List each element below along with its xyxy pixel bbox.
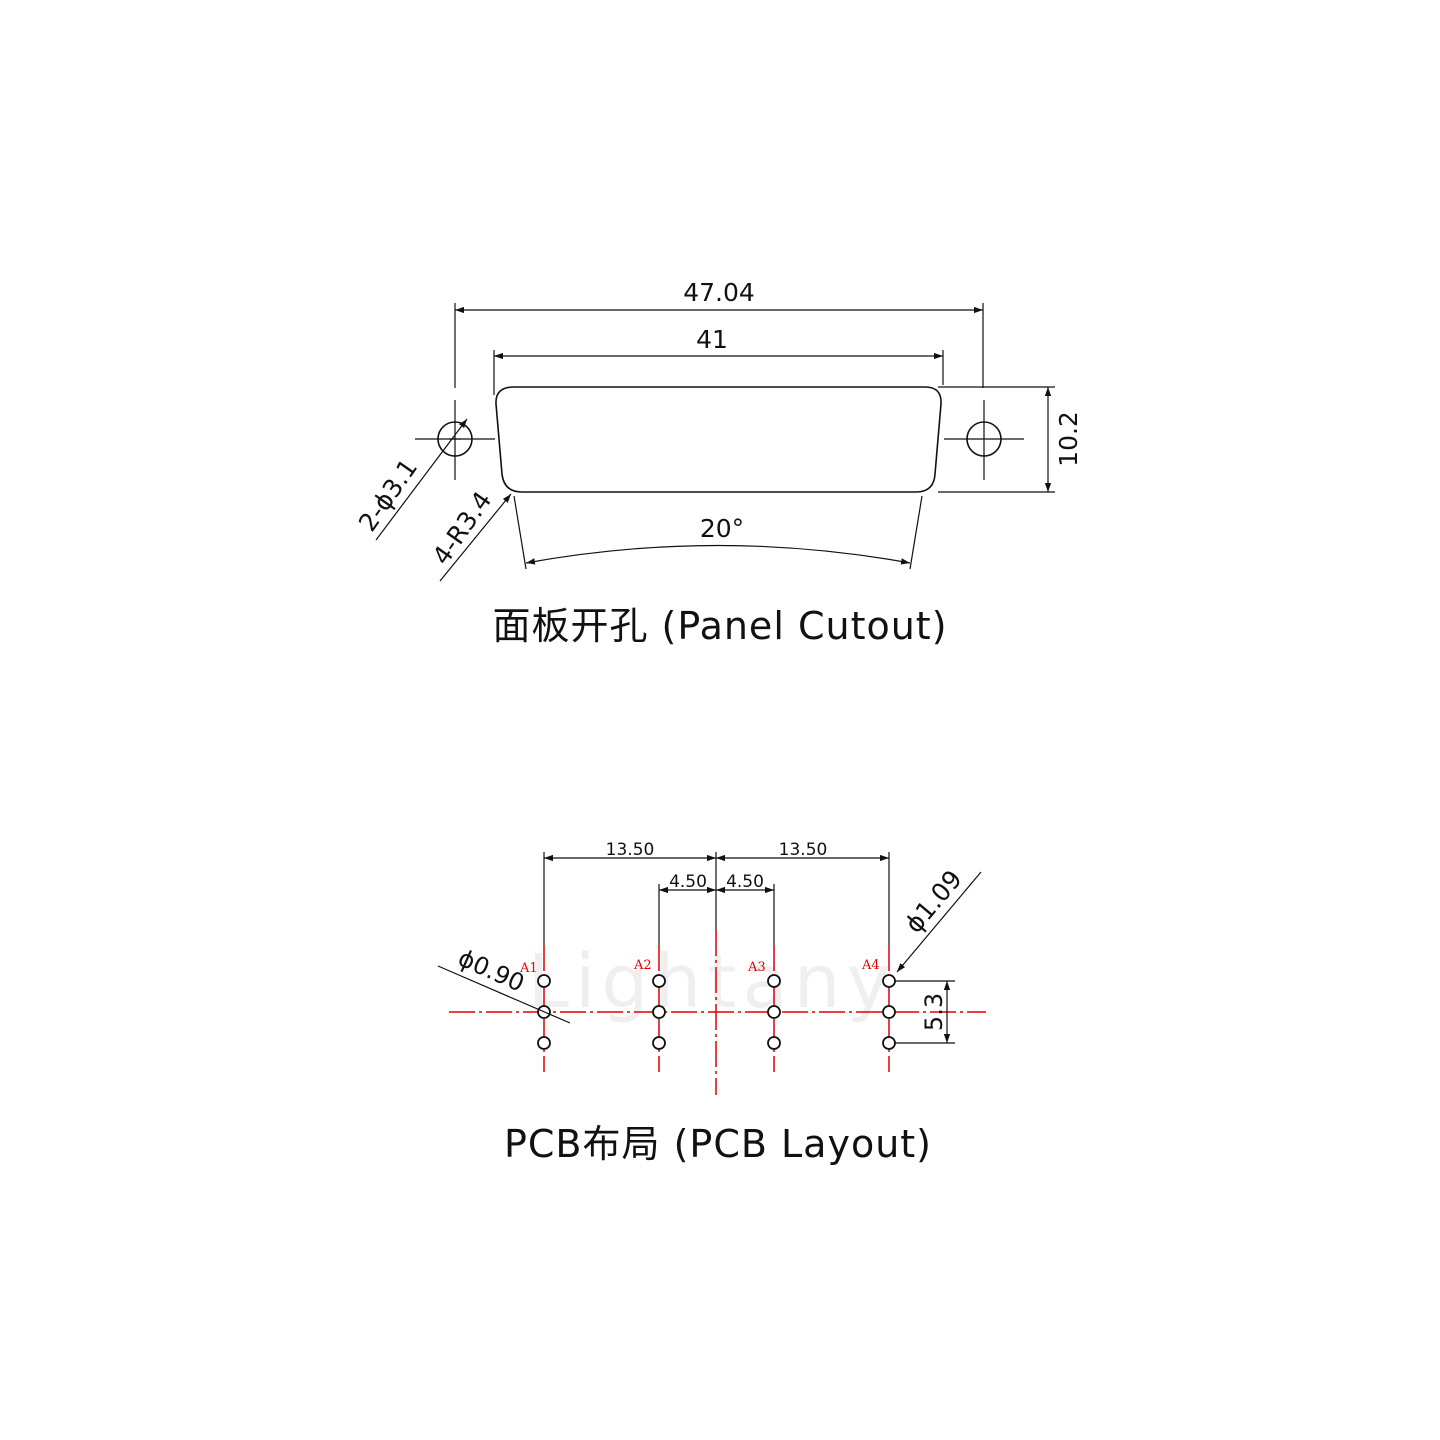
pcb-hole	[652, 974, 666, 988]
pin-label-a1: A1	[519, 961, 538, 976]
mounting-hole-right	[944, 400, 1024, 480]
dim-overall-width: 47.04	[454, 278, 984, 388]
dim-angle-label: 20°	[700, 514, 744, 543]
dim-corner-radius-label: 4-R3.4	[427, 486, 498, 570]
mounting-hole-left	[415, 400, 495, 480]
dim-overall-width-label: 47.04	[683, 278, 755, 307]
pcb-layout-view: Lightany A1 A2 A3 A4	[437, 840, 986, 1166]
pcb-hole	[537, 1036, 551, 1050]
dim-row-spacing-label: 5.3	[920, 993, 948, 1031]
panel-cutout-title: 面板开孔 (Panel Cutout)	[492, 604, 947, 648]
dim-right-inner-label: 4.50	[726, 872, 764, 892]
d-sub-cutout-outline	[495, 386, 942, 493]
dim-right-span-label: 13.50	[779, 840, 828, 860]
pcb-hole	[652, 1005, 666, 1019]
pcb-hole	[652, 1036, 666, 1050]
pcb-hole	[882, 974, 896, 988]
dim-height: 10.2	[938, 386, 1083, 493]
dim-cutout-width-label: 41	[696, 325, 728, 354]
pin-label-a4: A4	[861, 958, 880, 973]
dim-angle: 20°	[513, 495, 923, 570]
dim-contact-hole: ϕ1.09	[896, 865, 982, 973]
pcb-hole	[767, 974, 781, 988]
pcb-holes	[537, 974, 896, 1050]
pcb-hole	[767, 1005, 781, 1019]
dim-inner: 4.50 4.50	[658, 872, 775, 945]
dim-cutout-width: 41	[493, 325, 944, 395]
pin-label-a2: A2	[633, 958, 652, 973]
dim-contact-hole-label: ϕ1.09	[899, 865, 968, 939]
pcb-hole	[882, 1036, 896, 1050]
pcb-layout-title: PCB布局 (PCB Layout)	[504, 1122, 932, 1166]
pcb-hole	[882, 1005, 896, 1019]
pin-label-a3: A3	[747, 960, 766, 975]
pcb-hole	[767, 1036, 781, 1050]
dim-left-inner-label: 4.50	[669, 872, 707, 892]
panel-cutout-view: 47.04 41 10.2 20° 2-ϕ3.1	[353, 278, 1083, 648]
dim-spans: 13.50 13.50	[543, 840, 890, 945]
dim-left-span-label: 13.50	[606, 840, 655, 860]
pcb-hole	[537, 974, 551, 988]
dim-height-label: 10.2	[1054, 411, 1083, 467]
dim-corner-radius: 4-R3.4	[427, 486, 512, 582]
dim-row-spacing: 5.3	[895, 980, 955, 1044]
watermark-text: Lightany	[528, 939, 897, 1025]
